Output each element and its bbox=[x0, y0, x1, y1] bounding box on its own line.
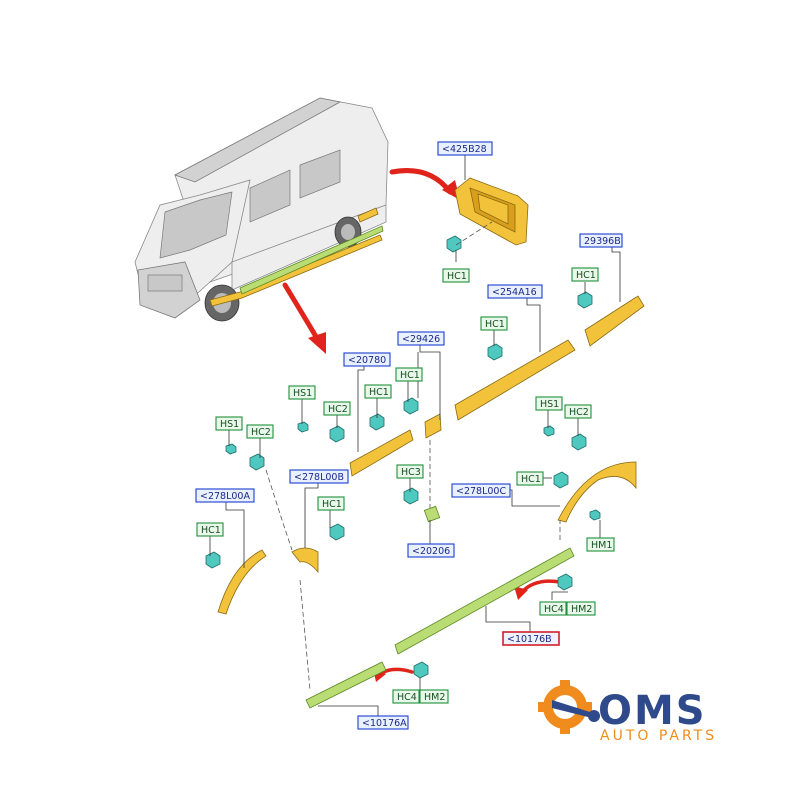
label-254A16[interactable]: <254A16 bbox=[487, 284, 543, 299]
code-hs1-right[interactable]: HS1 bbox=[535, 396, 563, 411]
label-29396B[interactable]: 29396B bbox=[579, 233, 623, 248]
code-hm1-text: HM1 bbox=[591, 540, 612, 551]
oms-logo: OMS AUTO PARTS bbox=[538, 680, 717, 744]
front-door-trim bbox=[349, 429, 414, 477]
label-10176B-text: <10176B bbox=[507, 634, 552, 645]
label-10176A[interactable]: <10176A bbox=[357, 715, 409, 730]
label-10176B[interactable]: <10176B bbox=[502, 631, 560, 646]
label-20780[interactable]: <20780 bbox=[343, 352, 391, 367]
side-moulding-a bbox=[305, 661, 387, 709]
label-425B28-text: <425B28 bbox=[442, 144, 487, 155]
code-hc1-278l00c-text: HC1 bbox=[521, 474, 541, 485]
code-hc2-right[interactable]: HC2 bbox=[564, 404, 592, 419]
code-hc1-254a16-text: HC1 bbox=[485, 319, 505, 330]
code-hc2-left[interactable]: HC2 bbox=[246, 424, 274, 439]
arrow-to-moulding-b bbox=[514, 579, 562, 600]
code-hm2-b[interactable]: HM2 bbox=[566, 601, 596, 616]
label-20780-text: <20780 bbox=[348, 355, 386, 366]
middle-side-trim bbox=[454, 339, 576, 421]
code-hs1-mid[interactable]: HS1 bbox=[288, 385, 316, 400]
code-hc1-20780-text: HC1 bbox=[369, 387, 389, 398]
code-hc1-278l00a[interactable]: HC1 bbox=[196, 522, 224, 537]
code-hc1-278l00b-text: HC1 bbox=[322, 499, 342, 510]
label-20206-text: <20206 bbox=[412, 546, 450, 557]
label-29396B-text: 29396B bbox=[584, 236, 621, 247]
code-hc2-mid[interactable]: HC2 bbox=[323, 401, 351, 416]
label-29426[interactable]: <29426 bbox=[397, 331, 445, 346]
side-moulding-b bbox=[394, 547, 575, 655]
code-hc3-text: HC3 bbox=[401, 467, 421, 478]
code-hc1-278l00b[interactable]: HC1 bbox=[317, 496, 345, 511]
label-29426-text: <29426 bbox=[402, 334, 440, 345]
code-hc3[interactable]: HC3 bbox=[396, 464, 424, 479]
label-278L00C[interactable]: <278L00C bbox=[451, 483, 511, 498]
code-hm2-b-text: HM2 bbox=[571, 604, 592, 615]
van-illustration bbox=[134, 97, 389, 322]
code-hm2-a-text: HM2 bbox=[424, 692, 445, 703]
logo-sub-text: AUTO PARTS bbox=[600, 728, 717, 744]
label-278L00C-text: <278L00C bbox=[456, 486, 506, 497]
code-hc1-254a16[interactable]: HC1 bbox=[480, 316, 508, 331]
code-hc4-a-text: HC4 bbox=[397, 692, 417, 703]
label-278L00A[interactable]: <278L00A bbox=[195, 488, 255, 503]
code-hm1[interactable]: HM1 bbox=[586, 537, 615, 552]
code-hc1-29396b-text: HC1 bbox=[576, 270, 596, 281]
front-wheel-arch-b bbox=[291, 547, 319, 574]
code-hc1-29426-text: HC1 bbox=[400, 370, 420, 381]
code-hc2-right-text: HC2 bbox=[569, 407, 589, 418]
code-hc4-b[interactable]: HC4 bbox=[539, 601, 567, 616]
code-hm2-a[interactable]: HM2 bbox=[419, 689, 449, 704]
code-hc1-20780[interactable]: HC1 bbox=[364, 384, 392, 399]
code-hc1-278l00c[interactable]: HC1 bbox=[516, 471, 544, 486]
code-hc1-29396b[interactable]: HC1 bbox=[571, 267, 599, 282]
code-hc1-278l00a-text: HC1 bbox=[201, 525, 221, 536]
code-hc1-rear-text: HC1 bbox=[447, 271, 467, 282]
wrench-icon bbox=[552, 700, 600, 722]
small-trim-piece bbox=[424, 413, 442, 439]
rear-wheel-arch bbox=[557, 461, 637, 523]
green-clip bbox=[423, 505, 441, 523]
arrow-to-rear-part bbox=[389, 168, 460, 200]
code-hs1-left-text: HS1 bbox=[220, 419, 239, 430]
front-wheel-arch-a bbox=[217, 549, 267, 615]
code-hc2-mid-text: HC2 bbox=[328, 404, 348, 415]
code-hs1-mid-text: HS1 bbox=[293, 388, 312, 399]
label-278L00B-text: <278L00B bbox=[294, 472, 344, 483]
leader-lines bbox=[209, 153, 621, 716]
label-278L00A-text: <278L00A bbox=[200, 491, 250, 502]
label-254A16-text: <254A16 bbox=[492, 287, 537, 298]
code-hc4-a[interactable]: HC4 bbox=[392, 689, 420, 704]
code-hc2-left-text: HC2 bbox=[251, 427, 271, 438]
label-425B28[interactable]: <425B28 bbox=[437, 141, 493, 156]
rear-side-trim bbox=[584, 295, 645, 347]
label-10176A-text: <10176A bbox=[362, 718, 407, 729]
rear-corner-trim bbox=[454, 177, 529, 246]
arrow-to-side-parts bbox=[282, 282, 326, 354]
label-278L00B[interactable]: <278L00B bbox=[289, 469, 349, 484]
code-hc1-rear[interactable]: HC1 bbox=[442, 268, 470, 283]
code-hc1-29426[interactable]: HC1 bbox=[395, 367, 423, 382]
code-hc4-b-text: HC4 bbox=[544, 604, 564, 615]
logo-main-text: OMS bbox=[598, 688, 707, 734]
code-hs1-left[interactable]: HS1 bbox=[215, 416, 243, 431]
code-hs1-right-text: HS1 bbox=[540, 399, 559, 410]
label-20206[interactable]: <20206 bbox=[407, 543, 455, 558]
clip-icons bbox=[205, 235, 601, 679]
